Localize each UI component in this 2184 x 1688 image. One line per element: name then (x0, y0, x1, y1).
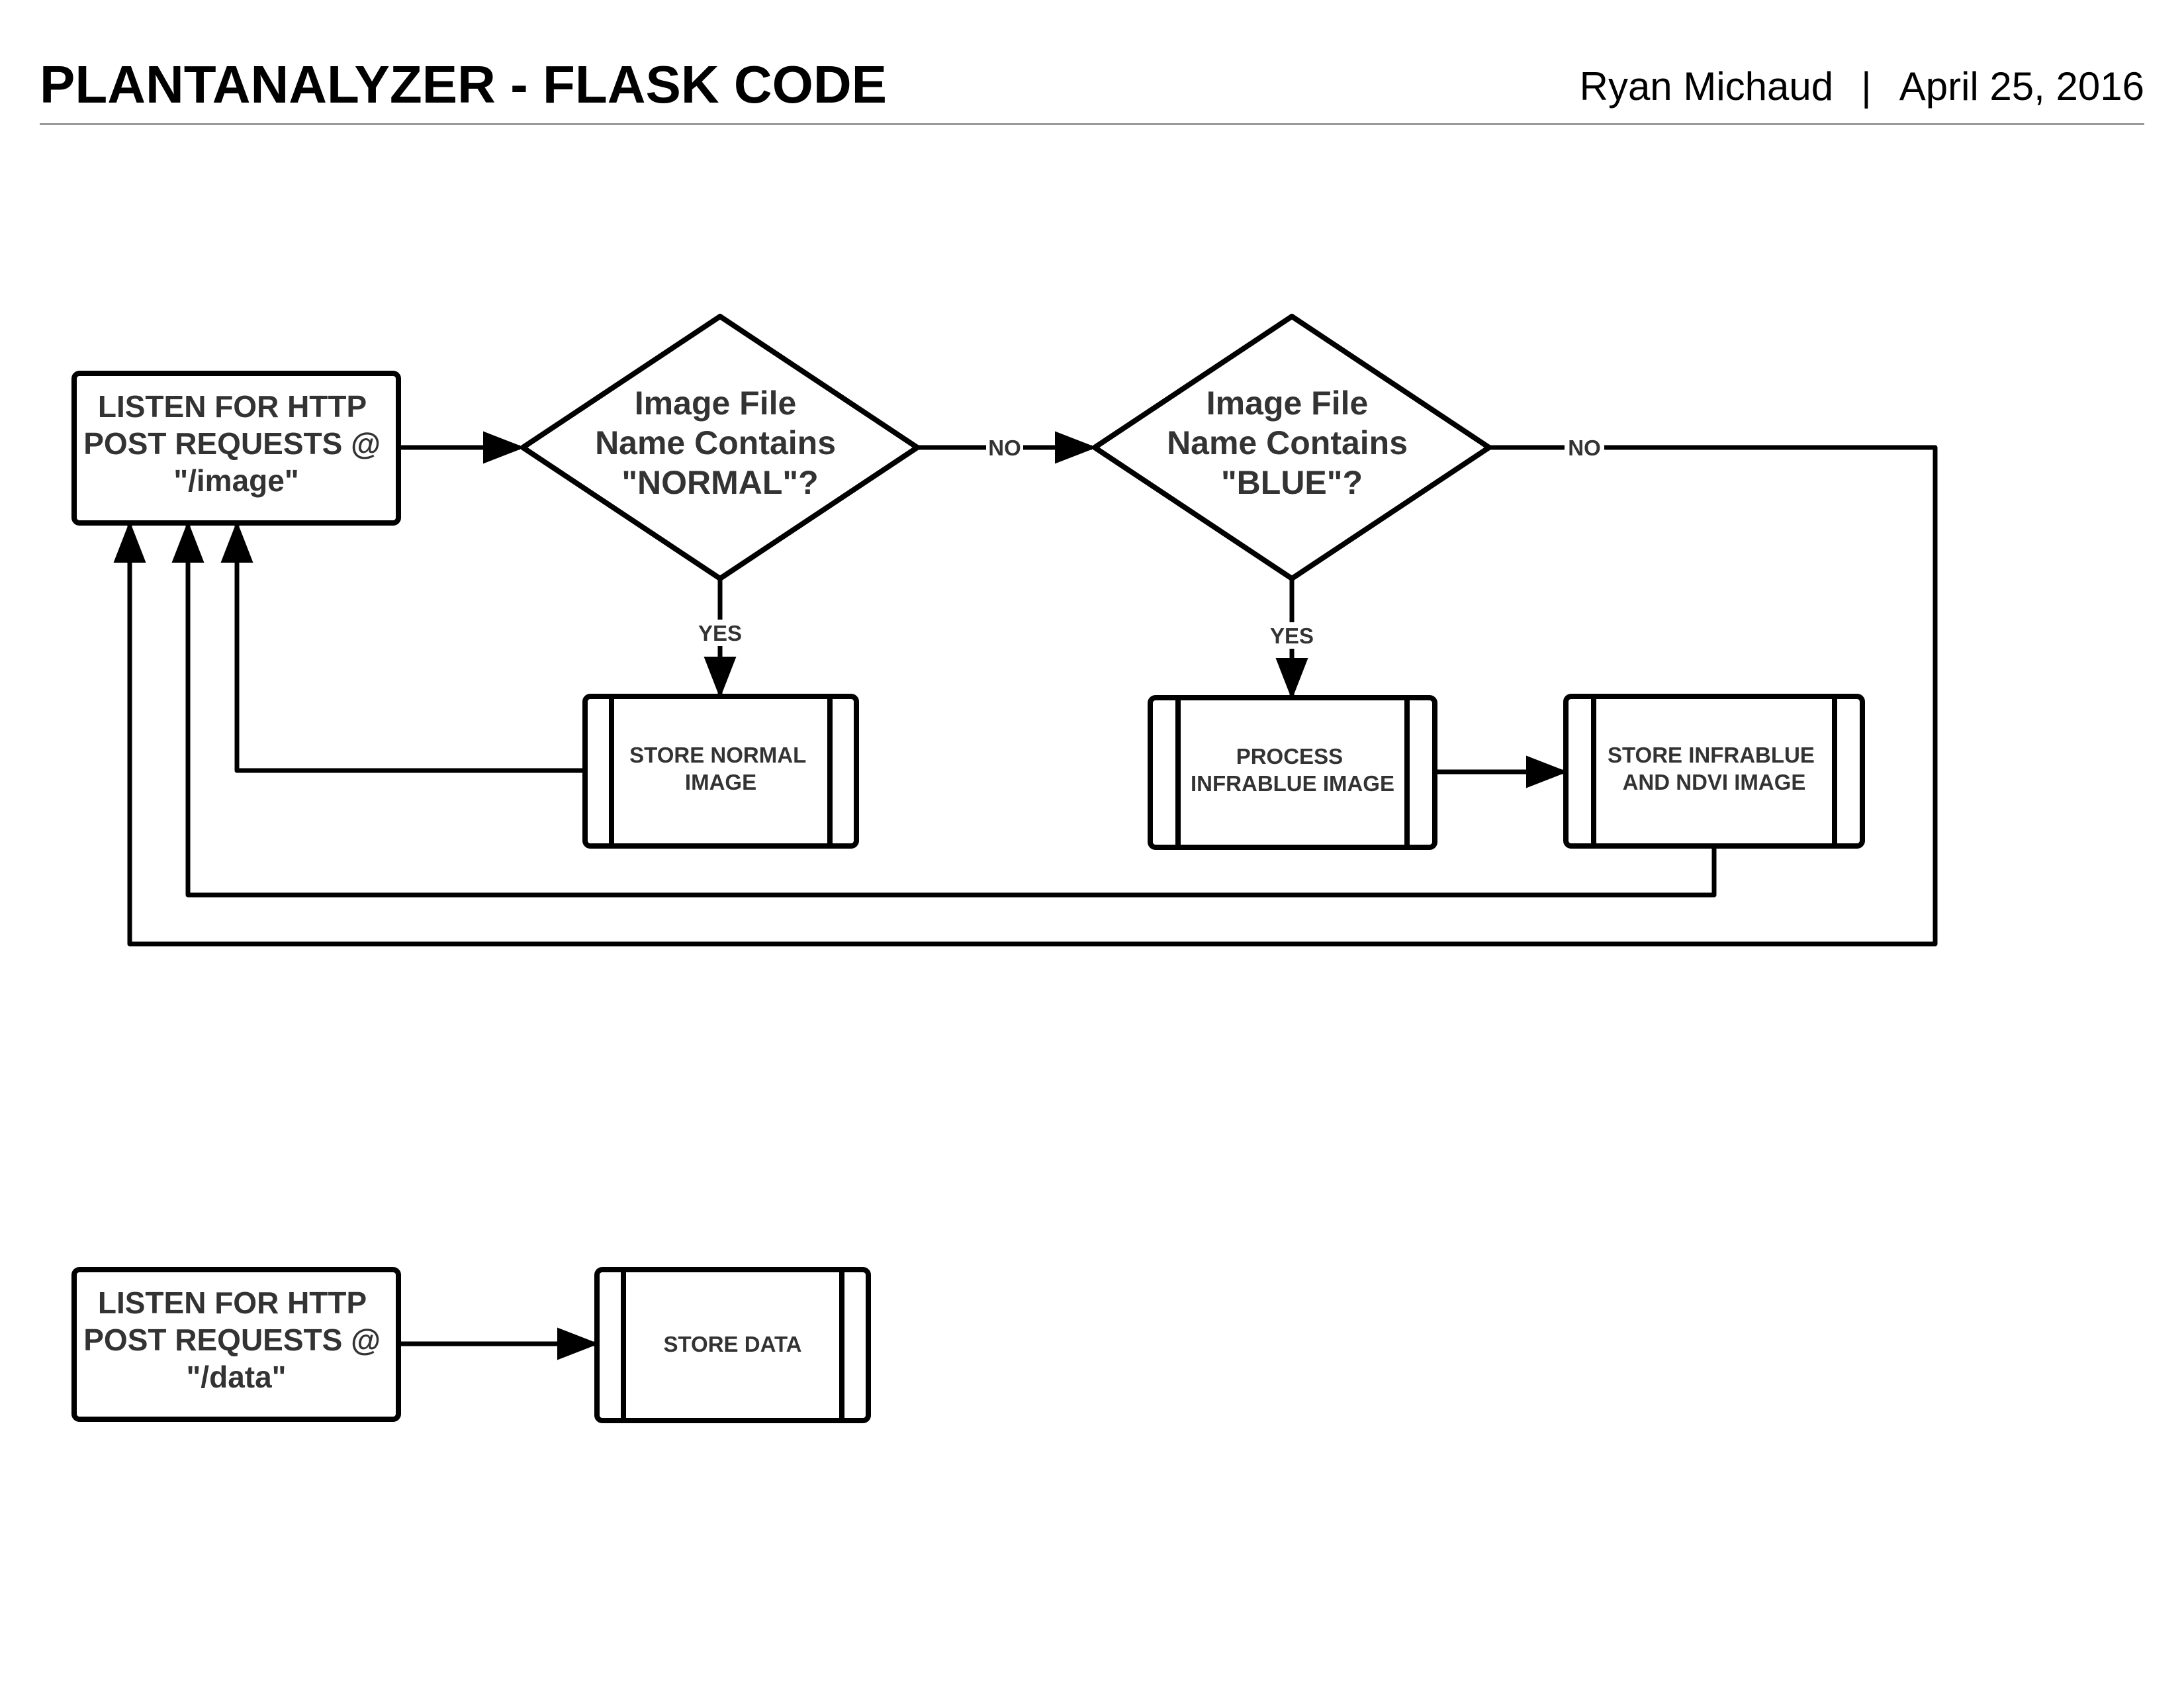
process-infrablue-label: PROCESS INFRABLUE IMAGE (1191, 744, 1394, 796)
byline-separator: | (1861, 64, 1872, 109)
header-divider (40, 123, 2144, 125)
decision-normal-label: Image File Name Contains "NORMAL"? (595, 385, 845, 501)
byline: Ryan Michaud | April 25, 2016 (1580, 64, 2144, 109)
document-date: April 25, 2016 (1899, 64, 2144, 109)
author-name: Ryan Michaud (1579, 64, 1834, 109)
arrow-store-normal-to-listen (220, 521, 585, 773)
edge-label-yes-normal: YES (698, 621, 742, 645)
store-normal-label: STORE NORMAL IMAGE (629, 743, 812, 794)
edge-label-no-blue: NO (1568, 436, 1601, 460)
arrow-no-blue-to-listen (113, 445, 1938, 947)
arrow-store-infrablue-to-listen (171, 521, 1717, 898)
store-data-label: STORE DATA (663, 1332, 801, 1356)
edge-label-no-normal: NO (988, 436, 1021, 460)
store-infrablue-label: STORE INFRABLUE AND NDVI IMAGE (1608, 743, 1821, 794)
page-title: PLANTANALYZER - FLASK CODE (40, 55, 887, 114)
listen-image-label: LISTEN FOR HTTP POST REQUESTS @ "/image" (83, 389, 388, 498)
listen-data-label: LISTEN FOR HTTP POST REQUESTS @ "/data" (83, 1286, 388, 1394)
decision-blue-label: Image File Name Contains "BLUE"? (1167, 385, 1417, 501)
edge-label-yes-blue: YES (1270, 624, 1314, 648)
